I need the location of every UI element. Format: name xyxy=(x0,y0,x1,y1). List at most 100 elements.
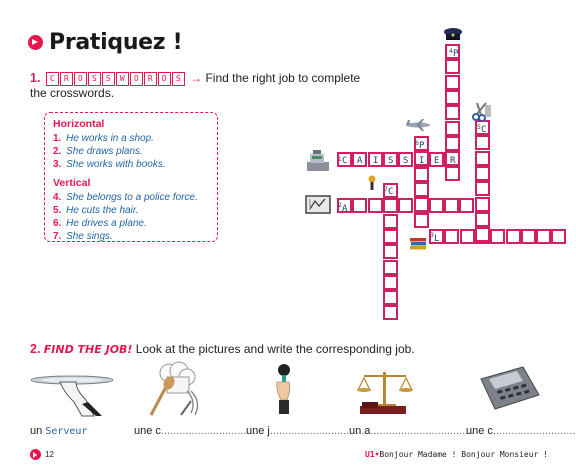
crosswords-letter: O xyxy=(129,71,143,86)
crossword-cell[interactable] xyxy=(459,229,475,244)
crossword-cell[interactable] xyxy=(414,181,429,197)
footer-running-title: U1•Bonjour Madame ! Bonjour Monsieur ! xyxy=(364,450,548,459)
crossword-cell[interactable] xyxy=(398,198,414,213)
crossword-cell[interactable] xyxy=(444,198,460,213)
crossword-cell[interactable] xyxy=(444,229,460,244)
arrow-right-icon xyxy=(30,449,41,460)
crossword-cell[interactable] xyxy=(337,198,352,213)
crossword-cell[interactable] xyxy=(414,136,429,151)
clue-number: 5 xyxy=(477,124,481,131)
crossword-cell[interactable] xyxy=(414,151,429,167)
crossword-cell[interactable] xyxy=(475,211,490,227)
blueprint-icon xyxy=(305,195,331,214)
crosswords-letter: S xyxy=(171,71,185,86)
vertical-heading: Vertical xyxy=(53,177,91,189)
crossword-cell[interactable] xyxy=(429,229,444,244)
horizontal-heading: Horizontal xyxy=(53,118,105,130)
answer-line[interactable]: un Serveur xyxy=(30,425,88,437)
crosswords-letter: D xyxy=(157,71,171,86)
answer-line[interactable]: une j................................ xyxy=(246,425,368,437)
crossword-cell[interactable] xyxy=(475,135,490,151)
exercise2-number: 2. xyxy=(30,342,41,356)
crossword-cell[interactable] xyxy=(445,135,460,151)
clue-item: 7. She sings. xyxy=(53,231,113,242)
crossword-cell[interactable] xyxy=(475,227,490,243)
crossword-cell[interactable] xyxy=(445,74,460,90)
crossword-cell[interactable] xyxy=(352,152,368,167)
police-cap-icon xyxy=(444,28,462,40)
crossword-cell[interactable] xyxy=(398,152,414,167)
crossword-cell[interactable] xyxy=(475,120,490,135)
clue-number: 4 xyxy=(449,48,453,55)
crossword-cell[interactable] xyxy=(382,198,398,213)
crossword-cell[interactable] xyxy=(475,181,490,197)
crossword-cell[interactable] xyxy=(428,152,444,167)
grid-letter: P xyxy=(419,141,425,151)
answer-line[interactable]: un a.................................. xyxy=(349,425,475,437)
crossword-cell[interactable] xyxy=(367,198,383,213)
clue-item: 5. He cuts the hair. xyxy=(53,205,139,216)
crossword-cell[interactable] xyxy=(475,196,490,212)
crossword-cell[interactable] xyxy=(337,152,352,167)
crossword-cell[interactable] xyxy=(428,198,444,213)
crossword-cell[interactable] xyxy=(445,89,460,105)
crossword-cell[interactable] xyxy=(445,151,460,167)
crossword-cell[interactable] xyxy=(383,244,398,260)
crossword-cell[interactable] xyxy=(475,165,490,181)
crossword-cell[interactable] xyxy=(536,229,552,244)
crossword-cell[interactable] xyxy=(459,198,475,213)
answer-line[interactable]: une c................................ xyxy=(466,425,576,437)
crossword-cell[interactable] xyxy=(551,229,567,244)
crossword-cell[interactable] xyxy=(383,259,398,275)
chef-hat-icon xyxy=(149,361,199,416)
crossword-cell[interactable] xyxy=(445,120,460,136)
crossword-cell[interactable] xyxy=(520,229,536,244)
crossword-cell[interactable] xyxy=(490,229,506,244)
clue-item: 2. She draws plans. xyxy=(53,146,143,157)
crossword-cell[interactable] xyxy=(445,44,460,59)
crossword-cell[interactable] xyxy=(352,198,368,213)
grid-letter: L xyxy=(434,234,440,244)
clue-box: Horizontal 1. He works in a shop. 2. She… xyxy=(44,112,218,242)
crossword-cell[interactable] xyxy=(382,152,398,167)
crossword-cell[interactable] xyxy=(414,166,429,182)
scales-of-justice-icon xyxy=(357,372,413,414)
instruction-line1: Find the right job to complete xyxy=(205,71,361,85)
crossword-grid xyxy=(337,44,567,321)
exercise2-text: Look at the pictures and write the corre… xyxy=(135,342,415,356)
crossword-cell[interactable] xyxy=(445,105,460,121)
grid-letter: P xyxy=(453,49,459,59)
crosswords-letter: R xyxy=(143,71,157,86)
cash-register-icon xyxy=(307,150,329,171)
crossword-cell[interactable] xyxy=(383,228,398,244)
crossword-cell[interactable] xyxy=(414,212,429,228)
find-the-job-label: FIND THE JOB! xyxy=(43,343,133,356)
crossword-cell[interactable] xyxy=(475,150,490,166)
crossword-cell[interactable] xyxy=(383,290,398,306)
scissors-comb-icon xyxy=(472,102,491,121)
crossword-cell[interactable] xyxy=(383,213,398,229)
clue-number: 7 xyxy=(384,186,388,193)
grid-letter: I xyxy=(419,156,425,166)
title-row: Pratiquez ! xyxy=(28,30,183,55)
crossword-cell[interactable] xyxy=(445,166,460,182)
microphone-hand-icon xyxy=(276,364,291,414)
microphone-icon xyxy=(368,175,376,190)
crossword-cell[interactable] xyxy=(445,59,460,75)
arrow-right-icon xyxy=(28,35,43,50)
crossword-cell[interactable] xyxy=(383,183,398,198)
answer-line[interactable]: une c................................ xyxy=(134,425,259,437)
clue-number: 6 xyxy=(415,140,419,147)
airplane-icon xyxy=(406,119,430,131)
crossword-cell[interactable] xyxy=(383,274,398,290)
crossword-cell[interactable] xyxy=(383,305,398,321)
crossword-cell[interactable] xyxy=(505,229,521,244)
crossword-cell[interactable] xyxy=(414,197,429,213)
books-icon xyxy=(410,238,426,250)
crossword-cell[interactable] xyxy=(367,152,383,167)
grid-letter: I xyxy=(373,156,379,166)
grid-letter: R xyxy=(450,156,456,166)
clue-item: 3. She works with books. xyxy=(53,159,166,170)
small-arrow-icon: → xyxy=(190,71,203,85)
